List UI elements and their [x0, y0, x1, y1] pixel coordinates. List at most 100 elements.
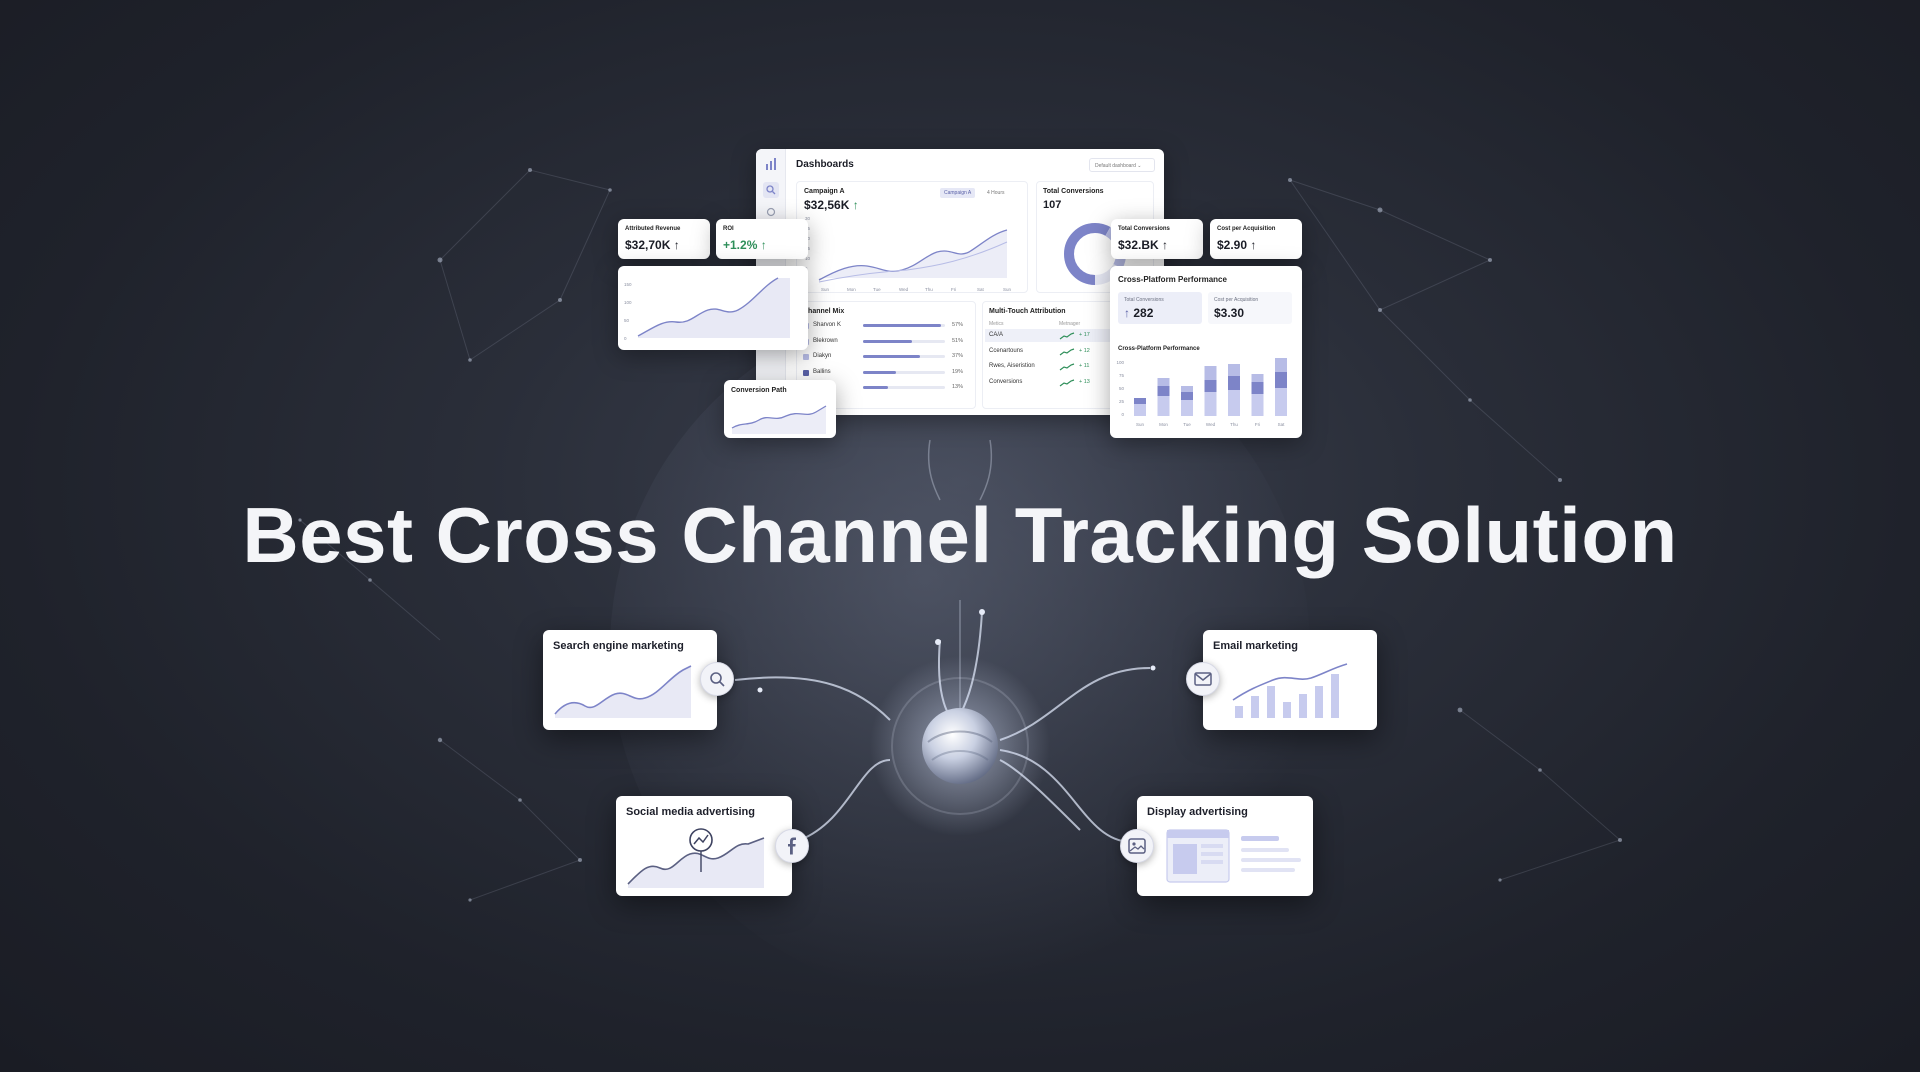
display-advertising-card[interactable]: Display advertising: [1137, 796, 1313, 896]
cross-platform-total-box: Total Conversions ↑ 282: [1118, 292, 1202, 324]
total-conversions-small-label: Total Conversions: [1118, 226, 1170, 232]
bar-segment: [1228, 364, 1240, 376]
campaign-value: $32,56K ↑: [804, 198, 859, 212]
channel-pct: 13%: [952, 384, 964, 390]
channel-bar-track: [863, 370, 945, 374]
sparkline-icon: [1059, 347, 1075, 355]
cross-platform-cpa-label: Cost per Acquisition: [1214, 297, 1259, 303]
facebook-icon[interactable]: [775, 829, 809, 863]
channel-pct: 19%: [952, 368, 964, 375]
roi-label: ROI: [723, 226, 734, 232]
image-icon[interactable]: [1120, 829, 1154, 863]
mta-delta: + 11: [1079, 363, 1090, 369]
channel-bar-fill: [863, 324, 941, 327]
arrow-up-icon: ↑: [1124, 306, 1130, 320]
x-tick-label: Thu: [925, 287, 933, 292]
display-advertising-title: Display advertising: [1147, 806, 1248, 818]
bar-segment: [1204, 380, 1217, 392]
time-filter[interactable]: 4 Hours: [987, 190, 1005, 196]
roi-value-text: +1.2%: [723, 238, 758, 252]
channel-bar-fill: [863, 386, 888, 389]
campaign-label: Campaign A: [804, 188, 845, 195]
x-tick-label: Mon: [847, 287, 856, 292]
channel-mix-title: Channel Mix: [803, 308, 845, 315]
channel-bar-track: [863, 339, 945, 343]
campaign-value-text: $32,56K: [804, 198, 850, 212]
cross-platform-total-label: Total Conversions: [1124, 297, 1164, 303]
y-tick-label: 150: [624, 282, 632, 287]
cross-platform-cpa-box: Cost per Acquisition $3.30: [1208, 292, 1292, 324]
bar-segment: [1228, 376, 1240, 390]
campaign-filter[interactable]: Campaign A: [940, 188, 976, 198]
sparkline-icon: [1059, 332, 1075, 340]
bar-chart-icon[interactable]: [765, 157, 777, 170]
bar-segment: [1228, 390, 1240, 416]
bar-segment: [1275, 388, 1287, 416]
search-icon[interactable]: [700, 662, 734, 696]
dashboard-selector[interactable]: Default dashboard ⌄: [1089, 158, 1155, 172]
attributed-revenue-text: $32,70K: [625, 238, 671, 252]
search-marketing-card[interactable]: Search engine marketing: [543, 630, 717, 730]
search-icon[interactable]: [763, 182, 779, 198]
settings-icon[interactable]: [765, 205, 777, 217]
channel-name: Diakyn: [813, 353, 832, 359]
x-tick-label: Wed: [899, 287, 909, 292]
arrow-up-icon: ↑: [1250, 238, 1257, 252]
arrow-up-icon: ↑: [1162, 238, 1169, 252]
bar-segment: [1157, 386, 1170, 396]
x-tick-label: Wed: [1206, 422, 1216, 427]
email-marketing-card[interactable]: Email marketing: [1203, 630, 1377, 730]
x-tick-label: Mon: [1159, 422, 1168, 427]
email-marketing-chart: [1232, 663, 1348, 718]
total-conversions-value: 107: [1043, 199, 1062, 211]
mta-delta: + 12: [1079, 347, 1090, 354]
social-media-card[interactable]: Social media advertising: [616, 796, 792, 896]
hub-sphere: [922, 708, 998, 784]
roi-value: +1.2% ↑: [723, 238, 767, 252]
channel-pct: 37%: [952, 353, 964, 359]
bar-segment: [1157, 396, 1170, 416]
arrow-up-icon: ↑: [852, 198, 859, 212]
x-tick-label: Sat: [1278, 422, 1286, 427]
sparkline-icon: [1059, 378, 1075, 386]
y-tick-label: 75: [1119, 373, 1125, 378]
mail-icon[interactable]: [1186, 662, 1220, 696]
bar-segment: [1134, 398, 1146, 404]
channel-name: Blekrown: [813, 337, 838, 344]
cross-platform-total-value: ↑ 282: [1124, 306, 1153, 320]
y-tick-label: 25: [1119, 399, 1125, 404]
attributed-revenue-card: Attributed Revenue $32,70K ↑: [618, 219, 710, 259]
channel-bar-fill: [863, 355, 921, 358]
bar-segment: [1157, 378, 1170, 386]
bar-segment: [1275, 358, 1287, 372]
display-ad-illustration: [1166, 829, 1301, 883]
channel-bar-fill: [863, 370, 896, 374]
cross-platform-chart-title: Cross-Platform Performance: [1118, 346, 1200, 352]
chevron-down-icon: ⌄: [1137, 163, 1142, 169]
attributed-revenue-value: $32,70K ↑: [625, 238, 680, 252]
arrow-up-icon: ↑: [760, 238, 767, 252]
cross-platform-title: Cross-Platform Performance: [1118, 275, 1227, 284]
bar-segment: [1251, 394, 1264, 416]
mta-metric-name: CA/A: [989, 332, 1004, 338]
conversion-path-card: Conversion Path: [724, 380, 836, 438]
sparkline-icon: [1059, 363, 1075, 371]
dashboard-title: Dashboards: [796, 159, 854, 170]
y-tick-label: 100: [1116, 360, 1124, 365]
mta-delta: + 17: [1079, 332, 1090, 338]
y-tick-label: 50: [1119, 386, 1125, 391]
bar-segment: [1204, 366, 1217, 380]
mta-col-metrics: Metics: [989, 321, 1004, 327]
total-conversions-label: Total Conversions: [1043, 188, 1104, 195]
legend-swatch: [803, 354, 809, 360]
channel-pct: 57%: [952, 322, 964, 328]
social-media-chart: [627, 828, 765, 888]
y-tick-label: 50: [624, 318, 630, 323]
x-tick-label: Sat: [977, 287, 985, 292]
mta-metric-name: Rwes, Aiseristion: [989, 363, 1035, 369]
channel-name: Ballins: [813, 368, 831, 375]
